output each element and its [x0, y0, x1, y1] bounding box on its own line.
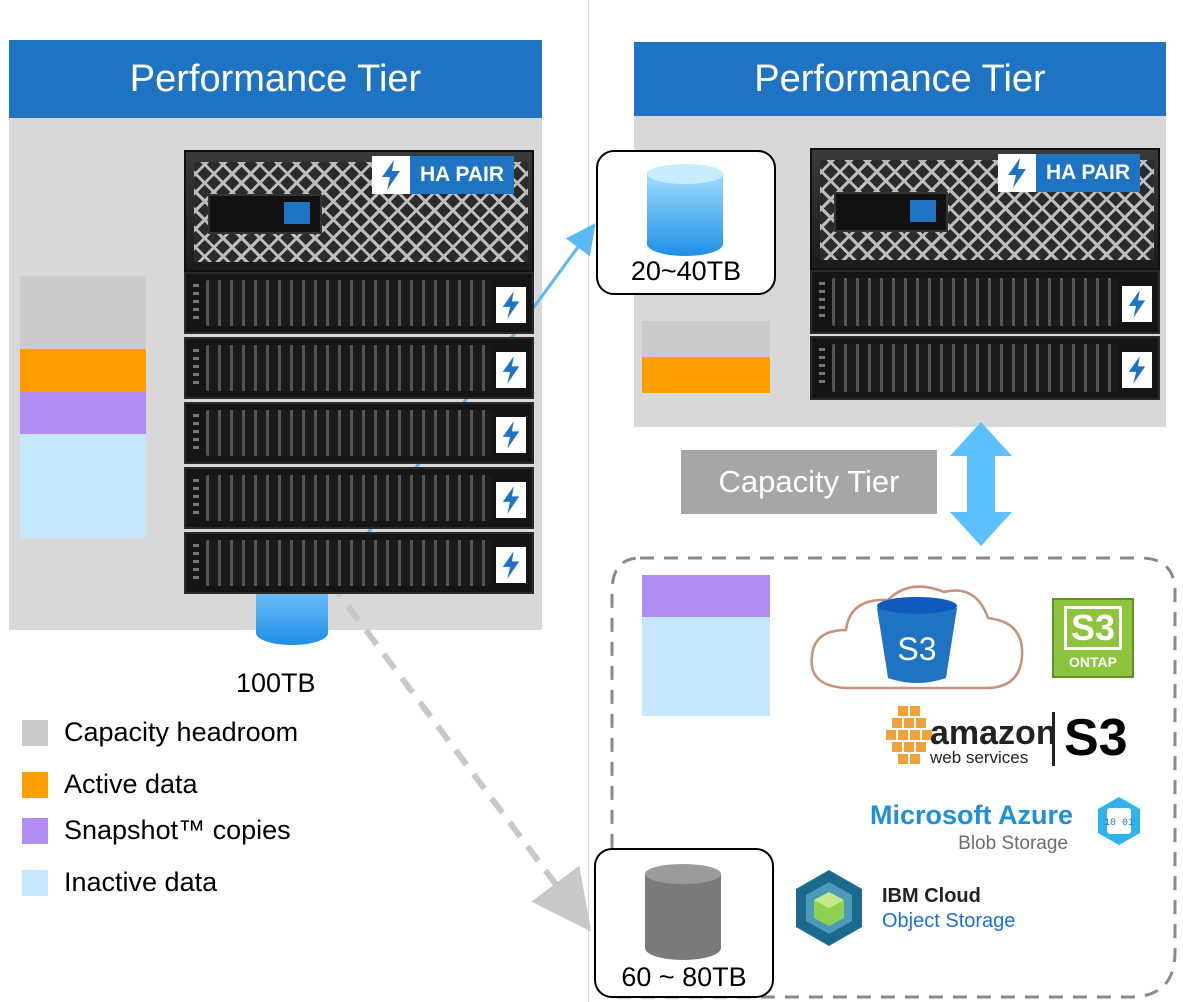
disk-shelf — [184, 467, 534, 529]
left-bar-headroom — [20, 276, 146, 349]
right-tier-header: Performance Tier — [634, 42, 1166, 116]
s3-ontap-bottom: ONTAP — [1069, 654, 1117, 670]
left-bar-snapshot — [20, 392, 146, 434]
bolt-icon — [1122, 286, 1152, 322]
disk-shelf — [810, 270, 1160, 334]
s3-ontap-logo: S3 ONTAP — [1052, 598, 1134, 678]
tier-sync-double-arrow-icon — [950, 422, 1012, 546]
legend-swatch-inactive — [22, 870, 48, 896]
left-tier-header: Performance Tier — [9, 40, 542, 118]
bolt-icon — [496, 352, 526, 388]
netapp-logo-icon — [910, 200, 936, 222]
disk-shelf — [184, 272, 534, 334]
bolt-icon — [372, 156, 410, 194]
netapp-logo-icon — [284, 202, 310, 224]
ibm-cloud-icon — [796, 870, 862, 946]
legend-swatch-active — [22, 772, 48, 798]
bolt-icon — [496, 482, 526, 518]
aws-name: amazon — [930, 714, 1057, 752]
bolt-icon — [1122, 352, 1152, 388]
ibm-sub: Object Storage — [882, 910, 1016, 932]
s3-bucket-label: S3 — [897, 631, 936, 667]
svg-text:10 01: 10 01 — [1104, 818, 1134, 829]
azure-name: Microsoft Azure — [870, 800, 1074, 830]
azure-blob-icon: 10 01 — [1098, 797, 1140, 845]
ibm-name: IBM Cloud — [882, 885, 981, 907]
left-bar-inactive — [20, 434, 146, 538]
right-controller: HA PAIR — [810, 148, 1160, 270]
legend-label-snapshot: Snapshot™ copies — [64, 815, 291, 845]
left-controller: HA PAIR — [184, 150, 534, 272]
legend-swatch-headroom — [22, 720, 48, 746]
disk-shelf — [184, 337, 534, 399]
right-bar-active — [642, 357, 770, 393]
bolt-icon — [496, 547, 526, 583]
aws-cubes-icon — [886, 706, 932, 764]
s3-cloud-bucket-icon: S3 — [810, 585, 1024, 690]
cold-volume-box: 60 ~ 80TB — [594, 848, 774, 998]
cold-bar-snapshot — [642, 575, 770, 617]
bolt-icon — [496, 287, 526, 323]
left-tier-label: Performance Tier — [129, 57, 422, 100]
disk-shelf — [184, 532, 534, 594]
hot-volume-box: 20~40TB — [596, 150, 776, 295]
legend-label-inactive: Inactive data — [64, 867, 218, 897]
capacity-tier-label-box: Capacity Tier — [681, 450, 937, 514]
aws-divider — [1052, 712, 1055, 766]
capacity-tier-region — [610, 556, 1177, 999]
left-volume-label: 100TB — [236, 668, 316, 698]
center-divider — [588, 0, 589, 1002]
legend-label-active: Active data — [64, 769, 198, 799]
bolt-icon — [998, 154, 1036, 192]
right-tier-label: Performance Tier — [754, 57, 1046, 100]
left-bar-active — [20, 349, 146, 392]
aws-sub: web services — [930, 748, 1029, 767]
bolt-icon — [496, 417, 526, 453]
legend-swatch-snapshot — [22, 818, 48, 844]
right-bar-headroom — [642, 321, 770, 357]
s3-ontap-top: S3 — [1063, 606, 1123, 650]
disk-shelf — [810, 336, 1160, 400]
right-ha-pair-badge: HA PAIR — [998, 154, 1140, 192]
aws-s3: S3 — [1064, 709, 1128, 767]
hot-volume-cylinder-icon — [647, 164, 723, 256]
azure-sub: Blob Storage — [958, 833, 1068, 854]
cold-bar-inactive — [642, 617, 770, 716]
cold-data-arrow — [327, 580, 592, 932]
hot-volume-label: 20~40TB — [630, 256, 742, 286]
left-ha-pair-badge: HA PAIR — [372, 156, 514, 194]
capacity-tier-label: Capacity Tier — [718, 464, 900, 499]
disk-shelf — [184, 402, 534, 464]
cold-volume-cylinder-icon — [645, 864, 721, 960]
legend-label-headroom: Capacity headroom — [64, 717, 299, 747]
cold-volume-label: 60 ~ 80TB — [621, 962, 747, 992]
